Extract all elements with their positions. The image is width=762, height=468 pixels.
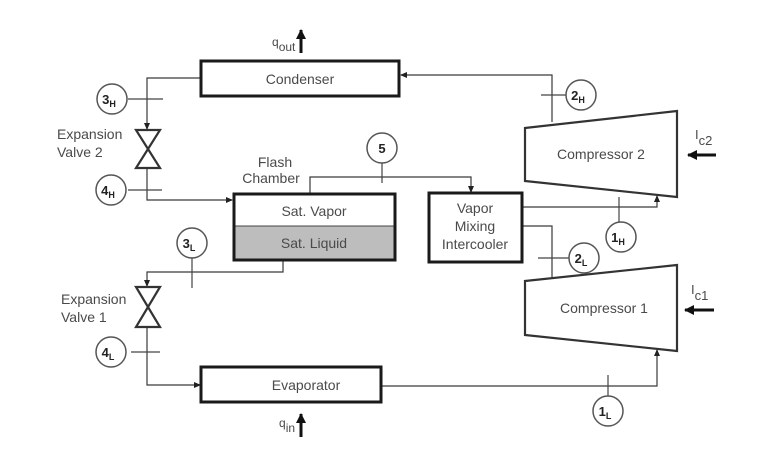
pipe-flash-liquid-to-valve1 [144, 261, 284, 287]
state-label: 1H [611, 230, 625, 247]
state-circle-icon [565, 79, 597, 111]
pipe-compressor2-to-condenser [400, 72, 553, 122]
work-input-c2: Ic2 [687, 127, 716, 160]
pipe-valve1-to-evaporator [146, 327, 201, 388]
state-marker-1H: 1H [605, 221, 637, 253]
condenser-label: Condenser [266, 71, 335, 87]
expansion-valve-1: Expansion Valve 1 [61, 285, 162, 329]
state-marker-3H: 3H [96, 83, 128, 115]
pipe-flash-vapor-to-intercooler [309, 176, 474, 193]
expansion-valve-2: Expansion Valve 2 [57, 126, 162, 170]
state-circle-icon [568, 242, 600, 274]
pipe-valve2-to-flash-chamber [146, 168, 233, 203]
vapor-mixing-intercooler: Vapor Mixing Intercooler [427, 191, 524, 264]
q-in: qin [279, 413, 306, 437]
q-out-label: qout [272, 35, 296, 54]
state-circle-icon [96, 83, 128, 115]
work-c1-label: Ic1 [691, 282, 708, 303]
valve-2-label-1: Expansion [57, 126, 122, 142]
state-label: 4H [101, 183, 115, 200]
work-c2-label: Ic2 [695, 127, 712, 148]
state-marker-2H: 2H [565, 79, 597, 111]
work-input-c1: Ic1 [684, 282, 714, 315]
compressor-1: Compressor 1 [523, 263, 679, 353]
compressor-1-label: Compressor 1 [560, 300, 648, 316]
valve-1-label-1: Expansion [61, 291, 126, 307]
valve-1-icon [134, 285, 162, 329]
sat-liquid-label: Sat. Liquid [281, 235, 347, 251]
intercooler-label-3: Intercooler [442, 236, 508, 252]
state-circle-icon [366, 132, 398, 164]
state-marker-5: 5 [366, 132, 398, 164]
state-circle-icon [176, 227, 208, 259]
pipe-evaporator-to-compressor1 [381, 349, 660, 387]
state-label: 1L [599, 404, 612, 421]
flash-chamber-title-1: Flash [258, 154, 292, 170]
state-circle-icon [605, 221, 637, 253]
state-label: 4L [102, 345, 115, 362]
q-in-label: qin [279, 416, 295, 435]
intercooler-label-2: Mixing [455, 218, 495, 234]
state-markers: 3H 4H 5 2H 1H 2L 3L 4L 1L [95, 79, 637, 427]
state-circle-icon [95, 336, 127, 368]
pipe-compressor1-to-intercooler [522, 225, 553, 280]
q-out: qout [272, 29, 306, 54]
intercooler-label-1: Vapor [457, 200, 494, 216]
state-marker-4H: 4H [95, 174, 127, 206]
flash-chamber-title-2: Chamber [242, 170, 300, 186]
sat-vapor-region [234, 194, 395, 226]
state-marker-3L: 3L [176, 227, 208, 259]
state-label: 5 [378, 141, 385, 156]
pipe-intercooler-to-compressor2 [522, 195, 660, 208]
compressor-2-label: Compressor 2 [557, 146, 645, 162]
state-marker-1L: 1L [592, 395, 624, 427]
state-circle-icon [95, 174, 127, 206]
pipe-condenser-to-valve2 [144, 77, 201, 130]
valve-1-label-2: Valve 1 [61, 309, 107, 325]
valve-2-icon [134, 128, 162, 170]
evaporator-label: Evaporator [272, 377, 341, 393]
sat-vapor-label: Sat. Vapor [281, 203, 346, 219]
flash-chamber: Flash Chamber Sat. Vapor Sat. Liquid [232, 154, 397, 262]
state-circle-icon [592, 395, 624, 427]
valve-2-label-2: Valve 2 [57, 144, 103, 160]
state-label: 3H [102, 92, 116, 109]
evaporator: Evaporator [199, 365, 383, 404]
condenser: Condenser [199, 59, 401, 98]
compressor-2: Compressor 2 [523, 109, 679, 199]
state-label: 2H [571, 88, 585, 105]
state-marker-4L: 4L [95, 336, 127, 368]
sat-liquid-region [234, 226, 395, 260]
state-marker-2L: 2L [568, 242, 600, 274]
state-label: 3L [183, 236, 196, 253]
state-label: 2L [575, 251, 588, 268]
